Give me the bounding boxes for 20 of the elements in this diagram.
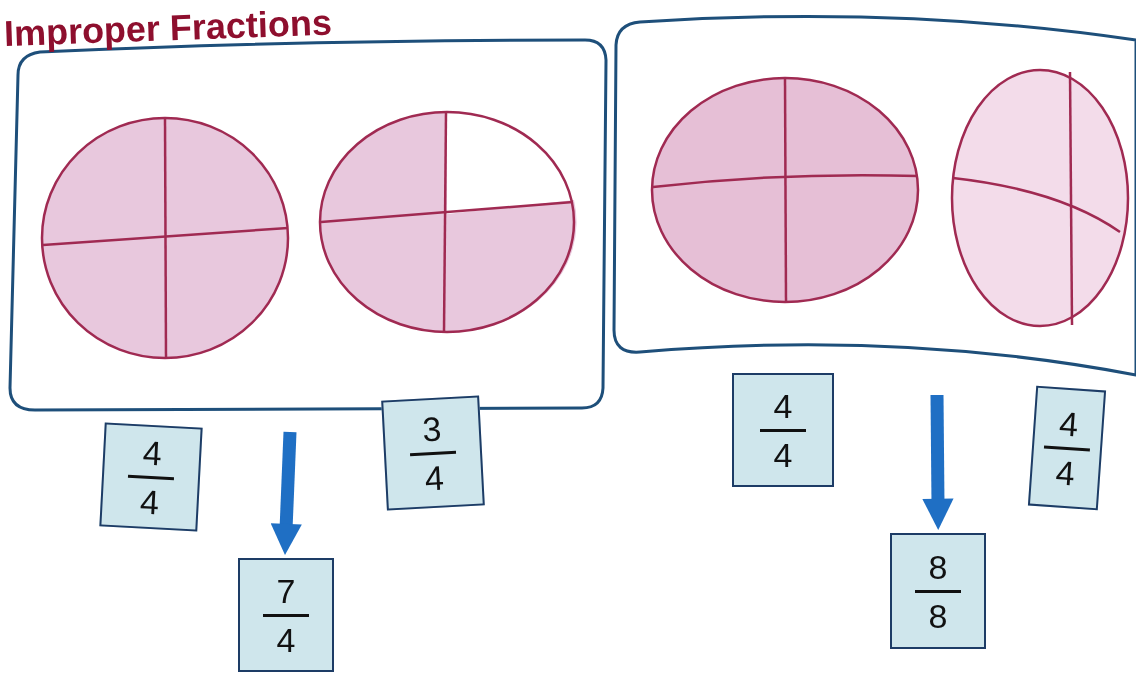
numerator: 4 — [141, 435, 163, 470]
fraction-card — [99, 422, 203, 532]
fraction-card — [238, 558, 334, 672]
numerator: 7 — [276, 573, 296, 608]
title: Improper Fractions — [3, 4, 333, 52]
numerator: 4 — [773, 388, 793, 423]
denominator: 4 — [139, 484, 161, 519]
denominator: 8 — [928, 598, 948, 633]
down-arrow — [270, 431, 302, 555]
fraction-card — [732, 373, 834, 487]
denominator: 4 — [1054, 454, 1076, 491]
numerator: 4 — [1058, 405, 1080, 442]
numerator: 3 — [421, 411, 443, 446]
denominator: 4 — [423, 460, 445, 495]
down-arrow — [922, 394, 954, 530]
denominator: 4 — [276, 622, 296, 657]
numerator: 8 — [928, 549, 948, 584]
fraction-card — [890, 533, 986, 649]
fraction-card — [381, 395, 485, 511]
denominator: 4 — [773, 437, 793, 472]
